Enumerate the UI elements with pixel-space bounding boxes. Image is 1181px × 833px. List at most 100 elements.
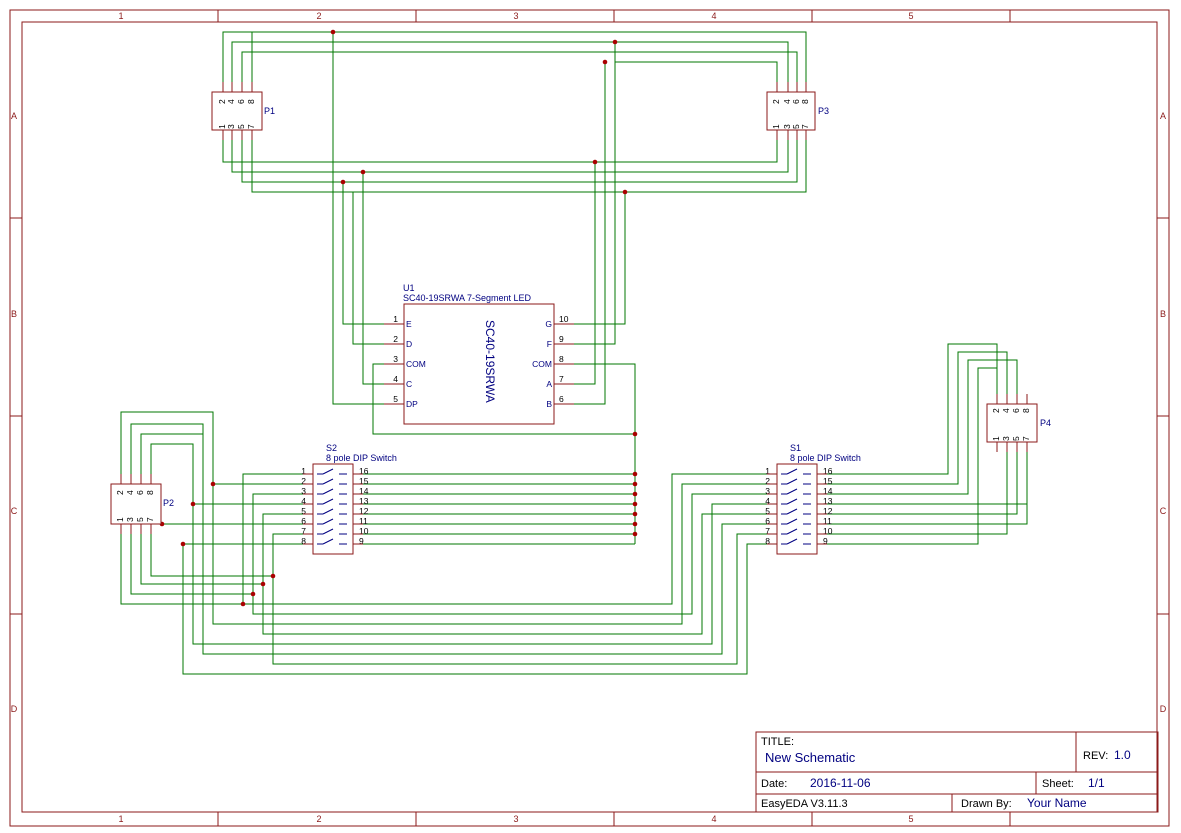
junction-dot — [632, 471, 638, 477]
junction-dot — [632, 531, 638, 537]
s2-pin-7: 7 — [301, 526, 306, 536]
s2-value: 8 pole DIP Switch — [326, 453, 397, 463]
s2-ref: S2 — [326, 443, 337, 453]
u1-pin-num-10: 10 — [559, 314, 569, 324]
row-label-a-right: A — [1160, 111, 1166, 121]
u1-pin-num-2: 2 — [393, 334, 398, 344]
u1-pin-name-e: E — [406, 319, 412, 329]
dip-switch-s2[interactable]: S2 8 pole DIP Switch 1 2 3 4 5 6 7 8 16 … — [301, 443, 397, 555]
s1-switch-5 — [767, 508, 827, 515]
col-label-3: 3 — [513, 11, 518, 21]
sheet-frame: 1 2 3 4 5 1 2 3 4 5 A B C D A B C D — [9, 9, 1170, 827]
junction-dot — [250, 591, 256, 597]
s2-pin-14: 14 — [359, 486, 369, 496]
s1-switch-7 — [767, 528, 827, 535]
u1-pin-name-c: C — [406, 379, 412, 389]
s1-value: 8 pole DIP Switch — [790, 453, 861, 463]
col-label-1-bottom: 1 — [118, 814, 123, 824]
junction-dot — [180, 541, 186, 547]
p2-pin-1: 1 — [115, 517, 125, 522]
row-label-a: A — [11, 111, 17, 121]
p2-ref: P2 — [163, 498, 174, 508]
p1-pin-3: 3 — [226, 124, 236, 129]
date-label: Date: — [761, 778, 787, 790]
wire-top-3 — [251, 31, 807, 87]
title-block: TITLE: New Schematic REV: 1.0 Date: 2016… — [755, 731, 1159, 813]
junction-dot — [612, 39, 618, 45]
s1-pin-5: 5 — [765, 506, 770, 516]
s1-switch-2 — [767, 478, 827, 485]
p2-pin-5: 5 — [135, 517, 145, 522]
s2-switch-6 — [303, 518, 363, 525]
header-p1[interactable]: 2 4 6 8 1 3 5 7 P1 — [211, 82, 275, 140]
title-label: TITLE: — [761, 736, 794, 748]
s2-switch-3 — [303, 488, 363, 495]
junction-dot — [632, 511, 638, 517]
junction-dot — [330, 29, 336, 35]
p4-pin-1: 1 — [991, 436, 1001, 441]
dip-switch-s1[interactable]: S1 8 pole DIP Switch 1 2 3 4 5 6 7 8 16 … — [765, 443, 861, 555]
junction-dot — [592, 159, 598, 165]
junction-dot — [632, 431, 638, 437]
junction-dot — [632, 481, 638, 487]
s1-pin-9: 9 — [823, 536, 828, 546]
u1-pin-name-d: D — [406, 339, 412, 349]
wire-s2-1 — [242, 473, 312, 604]
u1-pin-num-1: 1 — [393, 314, 398, 324]
wire-s2-3 — [252, 493, 776, 615]
s2-pin-3: 3 — [301, 486, 306, 496]
s1-pin-12: 12 — [823, 506, 833, 516]
wire-s2-2 — [212, 483, 776, 625]
header-p4[interactable]: 2 4 6 8 1 3 5 7 P4 — [986, 394, 1051, 452]
p3-pin-6: 6 — [791, 99, 801, 104]
row-label-d-right: D — [1160, 704, 1167, 714]
s2-pin-13: 13 — [359, 496, 369, 506]
p1-pin-4: 4 — [226, 99, 236, 104]
inner-border — [21, 21, 1158, 813]
s1-switch-6 — [767, 518, 827, 525]
p1-pin-8: 8 — [246, 99, 256, 104]
u1-pin-num-5: 5 — [393, 394, 398, 404]
s2-pin-2: 2 — [301, 476, 306, 486]
col-label-5-bottom: 5 — [908, 814, 913, 824]
s1-pin-13: 13 — [823, 496, 833, 506]
p3-pin-2: 2 — [771, 99, 781, 104]
header-p3[interactable]: 2 4 6 8 1 3 5 7 P3 — [766, 82, 829, 140]
junction-dot — [190, 501, 196, 507]
sheet-value: 1/1 — [1088, 776, 1105, 790]
wire-s2-7 — [272, 533, 776, 665]
junction-dot — [632, 501, 638, 507]
rev-value: 1.0 — [1114, 748, 1131, 762]
wire-top-4 — [614, 42, 778, 87]
s1-switch-3 — [767, 488, 827, 495]
col-label-2-bottom: 2 — [316, 814, 321, 824]
s1-ref: S1 — [790, 443, 801, 453]
wire-bot-1 — [222, 133, 778, 163]
s2-pin-5: 5 — [301, 506, 306, 516]
u1-pin-num-7: 7 — [559, 374, 564, 384]
wire-top-1 — [231, 41, 789, 87]
p3-pin-5: 5 — [791, 124, 801, 129]
p2-pin-4: 4 — [125, 490, 135, 495]
row-label-c: C — [11, 506, 18, 516]
u1-pin-num-8: 8 — [559, 354, 564, 364]
p1-pin-7: 7 — [246, 124, 256, 129]
s2-switch-2 — [303, 478, 363, 485]
u1-pin-name-g: G — [545, 319, 552, 329]
header-p2[interactable]: 2 4 6 8 1 3 5 7 P2 — [110, 474, 174, 534]
s1-switch-1 — [767, 468, 827, 475]
p4-ref: P4 — [1040, 418, 1051, 428]
p4-pin-3: 3 — [1001, 436, 1011, 441]
s1-pin-6: 6 — [765, 516, 770, 526]
u1-body-text: SC40-19SRWA — [483, 320, 497, 403]
u1-pin-num-3: 3 — [393, 354, 398, 364]
u1-pin-num-9: 9 — [559, 334, 564, 344]
p3-ref: P3 — [818, 106, 829, 116]
outer-border — [9, 9, 1170, 827]
s1-pin-8: 8 — [765, 536, 770, 546]
s2-pin-10: 10 — [359, 526, 369, 536]
s2-switch-4 — [303, 498, 363, 505]
led-u1[interactable]: U1 SC40-19SRWA 7-Segment LED SC40-19SRWA… — [384, 283, 574, 425]
wire-bot-4 — [251, 133, 807, 193]
